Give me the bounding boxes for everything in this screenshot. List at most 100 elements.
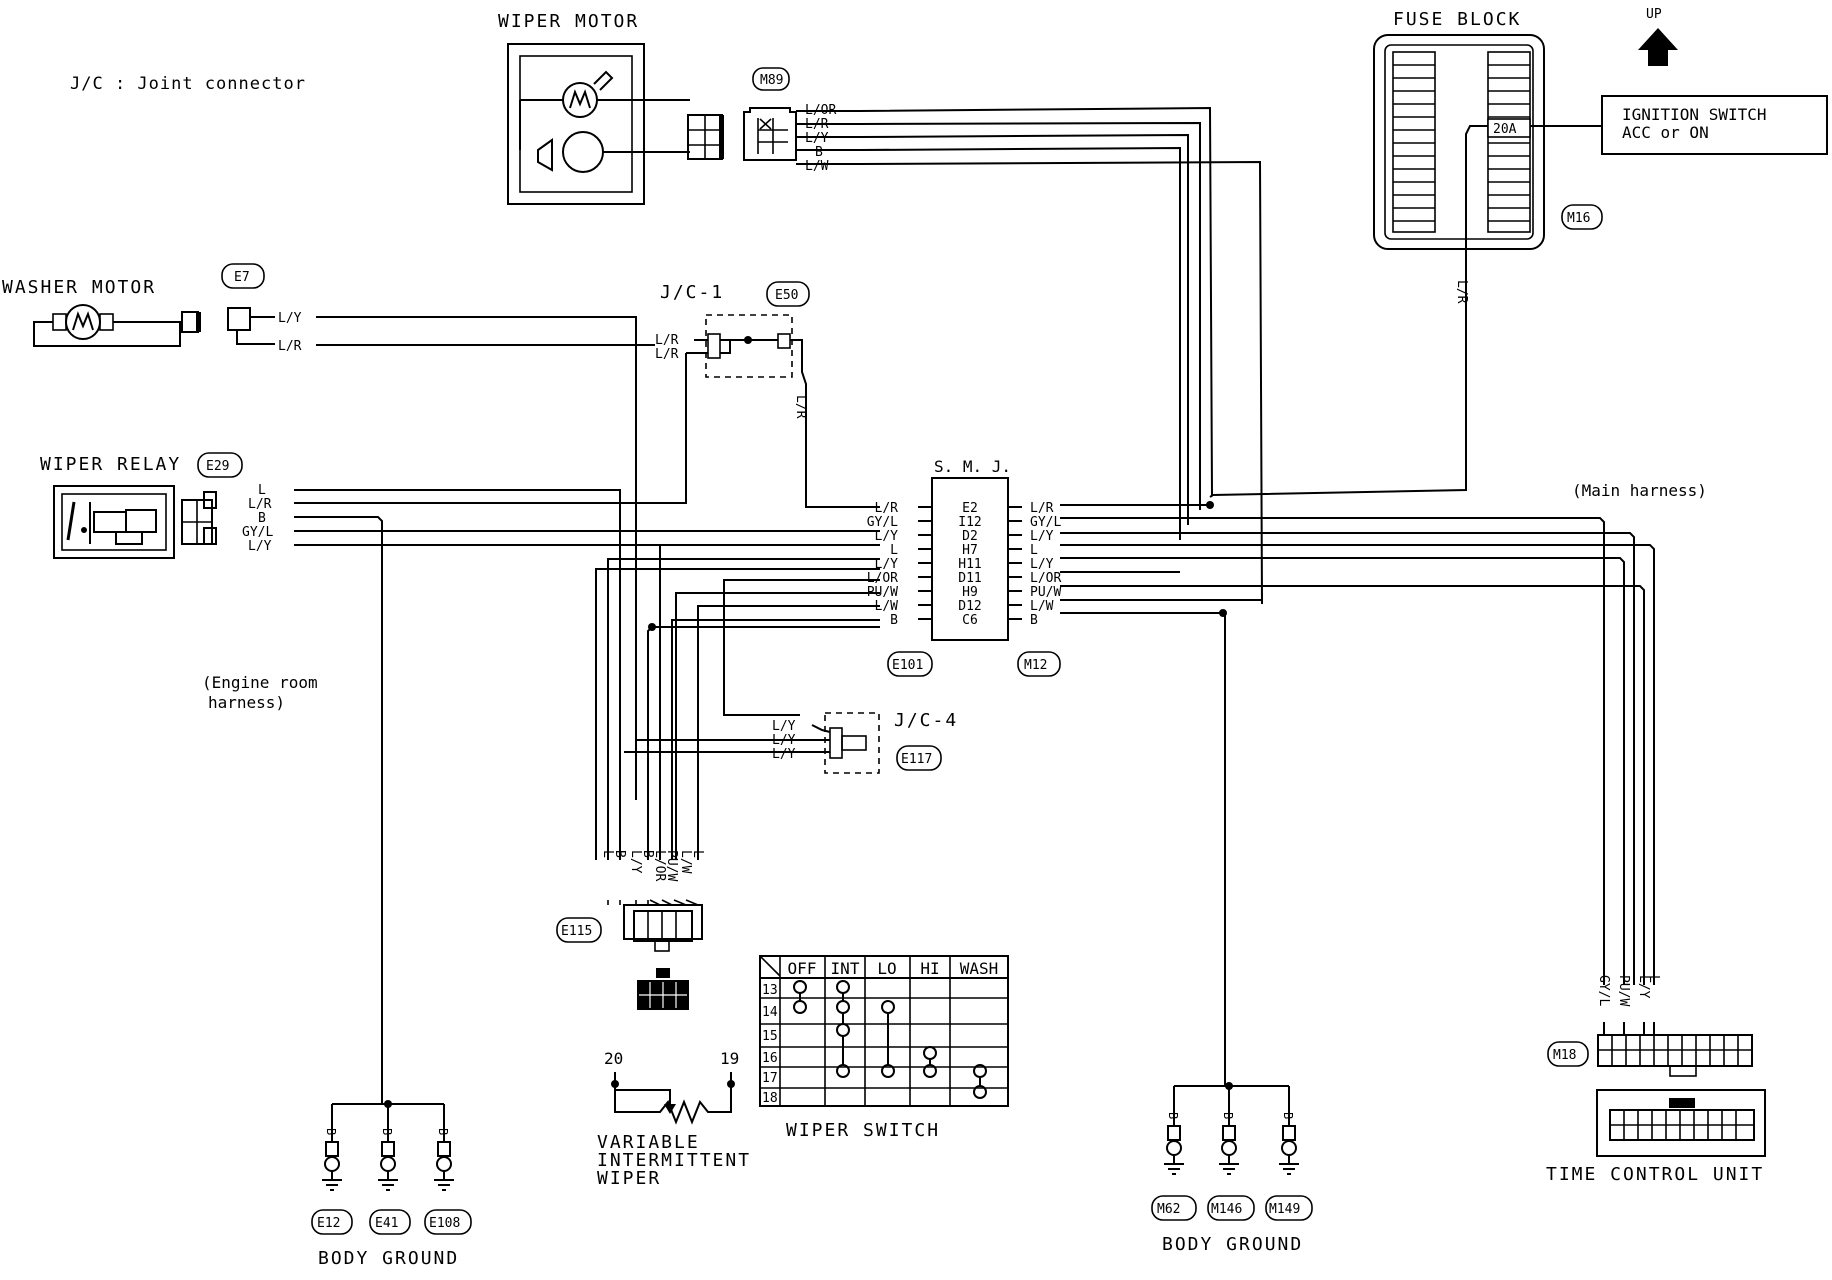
e29-label: E29 (206, 459, 229, 474)
wire-b: B (815, 145, 823, 160)
e115-label: E115 (561, 924, 592, 939)
e115-wire: L (690, 850, 705, 858)
wire-lw: L/W (805, 159, 829, 174)
body-ground-left: B B B E12 E41 E108 BODY GROUND (311, 1100, 472, 1269)
washer-wires: L/Y L/R (250, 311, 650, 800)
switch-col-header: OFF (788, 959, 817, 978)
smj-right-wire: L/R (1030, 501, 1054, 516)
smj-pin: D11 (958, 571, 981, 586)
joint-connector-4: J/C-4 L/Y L/Y L/Y E117 (624, 710, 958, 774)
e115-wire: L/OR (652, 850, 667, 881)
wire-ly: L/Y (805, 131, 829, 146)
e108-label: E108 (429, 1216, 460, 1231)
e50-label: E50 (775, 288, 798, 303)
smj-pin: H9 (962, 585, 978, 600)
switch-col-header: LO (877, 959, 896, 978)
ground-wire-e12: B (324, 1128, 338, 1135)
m62-label: M62 (1157, 1202, 1180, 1217)
smj-pin: H11 (958, 557, 981, 572)
smj-right-wire: B (1030, 613, 1038, 628)
up-arrow: UP (1638, 7, 1678, 66)
m18-wire: GY/L (1596, 975, 1611, 1006)
e115-wire: L (600, 850, 615, 858)
m18-wire: L (1646, 975, 1661, 983)
wiper-motor-label: WIPER MOTOR (498, 11, 639, 32)
relay-wire-b: B (258, 511, 266, 526)
e12-label: E12 (317, 1216, 340, 1231)
m12-label: M12 (1024, 658, 1047, 673)
up-label: UP (1646, 7, 1662, 22)
engine-room-line2: harness) (208, 693, 285, 712)
engine-harness-wires (595, 530, 880, 860)
e117-label: E117 (901, 752, 932, 767)
switch-col-header: HI (920, 959, 939, 978)
wiper-relay: WIPER RELAY E29 (40, 452, 243, 559)
ground-wire-e41: B (380, 1128, 394, 1135)
fuse-rating: 20A (1493, 122, 1517, 137)
switch-row-header: 16 (762, 1051, 778, 1066)
jc1-label: J/C-1 (660, 282, 724, 303)
m146-label: M146 (1211, 1202, 1242, 1217)
m18-wire: PU/W (1616, 975, 1631, 1006)
switch-col-header: WASH (960, 959, 999, 978)
connector-m89: M89 (743, 67, 797, 161)
jc1-out-label: L/R (793, 395, 808, 419)
e115-wire: PU/W (664, 850, 679, 881)
ground-wire-m146: B (1221, 1112, 1235, 1119)
body-ground-right: B B B M62 M146 M149 BODY GROUND (1151, 1082, 1313, 1255)
washer-motor-label: WASHER MOTOR (2, 277, 156, 298)
smj-left-wire: B (890, 613, 898, 628)
smj-pin: D12 (958, 599, 981, 614)
variable-intermittent: 20 19 VARIABLE INTERMITTENT WIPER (597, 1049, 751, 1189)
term20-label: 20 (604, 1049, 623, 1068)
ground-wire-e108: B (436, 1128, 450, 1135)
jc1-in-1: L/R (655, 333, 679, 348)
fuse-block-label: FUSE BLOCK (1393, 9, 1521, 30)
m18-wire: L/Y (1636, 975, 1651, 999)
relay-wire-ly: L/Y (248, 539, 272, 554)
smj-right-wire: GY/L (1030, 515, 1061, 530)
ground-wire-m149: B (1281, 1112, 1295, 1119)
m16-label: M16 (1567, 211, 1590, 226)
fuse-block: FUSE BLOCK 20A M16 (1373, 9, 1603, 250)
switch-row-header: 13 (762, 983, 778, 998)
relay-wire-lr: L/R (248, 497, 272, 512)
switch-row-header: 15 (762, 1029, 778, 1044)
main-harness-wires (1060, 501, 1655, 1086)
e115-wire: B (612, 850, 627, 858)
smj-pin: E2 (962, 501, 978, 516)
smj-left-wire: L/Y (875, 529, 899, 544)
relay-wire-l: L (258, 483, 266, 498)
smj-left-wire: L/OR (867, 571, 898, 586)
jc1-in-2: L/R (655, 347, 679, 362)
ignition-line1: IGNITION SWITCH (1622, 105, 1767, 124)
body-ground-1-label: BODY GROUND (318, 1248, 459, 1269)
smj-left-wire: L/R (875, 501, 899, 516)
smj-left-wire: L (890, 543, 898, 558)
time-control-unit: GY/L PU/W L/YL M18 TIME CONTROL UNIT (1546, 975, 1766, 1185)
e115-wire: L/Y (628, 850, 643, 874)
smj-right-wire: L/W (1030, 599, 1054, 614)
vi-line2: INTERMITTENT (597, 1150, 751, 1171)
ignition-switch: IGNITION SWITCH ACC or ON (1601, 95, 1828, 155)
jc4-label: J/C-4 (894, 710, 958, 731)
washer-motor: WASHER MOTOR (2, 277, 275, 347)
washer-wire-ly: L/Y (278, 311, 302, 326)
smj-right-wire: L (1030, 543, 1038, 558)
m18-label: M18 (1553, 1048, 1576, 1063)
switch-row-header: 14 (762, 1005, 778, 1020)
tcu-label: TIME CONTROL UNIT (1546, 1164, 1764, 1185)
e101-label: E101 (892, 658, 923, 673)
e7-label: E7 (234, 270, 250, 285)
main-harness-label: (Main harness) (1572, 481, 1707, 500)
connector-e7: E7 (221, 263, 265, 289)
vi-line1: VARIABLE (597, 1132, 700, 1153)
term19-label: 19 (720, 1049, 739, 1068)
body-ground-2-label: BODY GROUND (1162, 1234, 1303, 1255)
e115-wire: B (640, 850, 655, 858)
